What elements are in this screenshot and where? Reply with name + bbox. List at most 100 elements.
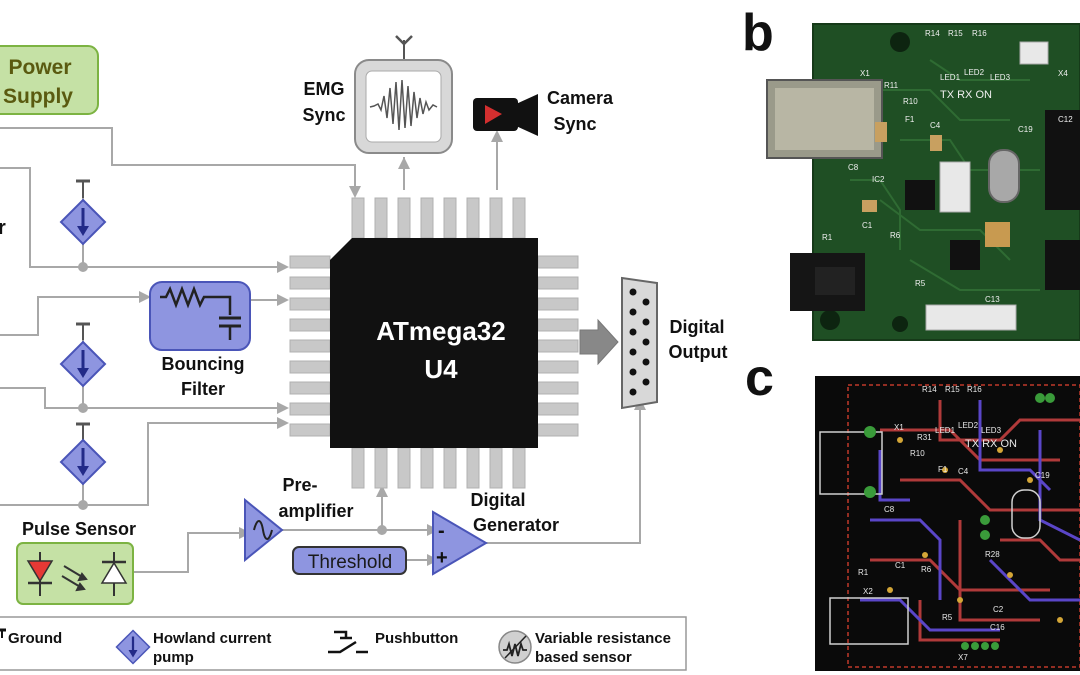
mcu-label-line2: U4	[424, 354, 458, 384]
svg-text:C4: C4	[958, 467, 969, 476]
svg-text:C2: C2	[993, 605, 1004, 614]
preamplifier-label-line1: Pre-	[282, 475, 317, 495]
svg-text:C16: C16	[990, 623, 1005, 632]
crystal	[988, 149, 1020, 203]
svg-text:C8: C8	[848, 163, 859, 172]
power-supply-block: Power Supply	[0, 45, 99, 115]
howland-pump-icon	[59, 438, 107, 486]
camera-sync-label-line1: Camera	[547, 88, 614, 108]
svg-text:LED1: LED1	[935, 426, 956, 435]
digital-output-label-line1: Digital	[669, 317, 724, 337]
digital-generator-label-line1: Digital	[470, 490, 525, 510]
photodiode-icon	[100, 552, 128, 596]
comparator-plus: +	[436, 547, 448, 569]
svg-text:C19: C19	[1018, 125, 1033, 134]
svg-text:R6: R6	[921, 565, 932, 574]
svg-text:C1: C1	[862, 221, 873, 230]
howland-pump-2	[59, 322, 107, 388]
pulse-sensor-block: Pulse Sensor	[16, 519, 136, 605]
svg-text:R15: R15	[948, 29, 963, 38]
svg-text:R10: R10	[903, 97, 918, 106]
svg-text:R14: R14	[922, 385, 937, 394]
svg-text:LED3: LED3	[990, 73, 1011, 82]
svg-text:X1: X1	[894, 423, 904, 432]
legend-variable-resistance-label-line2: based sensor	[535, 649, 632, 666]
svg-text:F1: F1	[938, 465, 948, 474]
ic-chip	[1045, 110, 1080, 210]
svg-text:R11: R11	[884, 81, 899, 90]
microcontroller: ATmega32 U4	[289, 197, 579, 489]
svg-text:X1: X1	[860, 69, 870, 78]
legend-howland-label-line1: Howland current	[153, 630, 271, 647]
light-rays-icon	[61, 565, 88, 592]
svg-text:C19: C19	[1035, 471, 1050, 480]
emg-sync-block: EMG Sync	[302, 35, 453, 154]
legend-ground-label: Ground	[8, 630, 62, 647]
emg-sync-label-line1: EMG	[303, 79, 344, 99]
svg-text:R6: R6	[890, 231, 901, 240]
howland-pump-icon	[59, 340, 107, 388]
left-cut-letter: r	[0, 217, 6, 239]
svg-text:LED1: LED1	[940, 73, 961, 82]
svg-text:X4: X4	[1058, 69, 1068, 78]
legend-variable-resistance: Variable resistance based sensor	[498, 630, 671, 666]
legend-howland: Howland current pump	[115, 629, 271, 666]
mcu-pins	[289, 197, 579, 489]
wiring	[0, 127, 641, 573]
svg-text:C8: C8	[884, 505, 895, 514]
db-connector	[621, 276, 658, 410]
legend-pushbutton: Pushbutton	[328, 630, 458, 654]
legend: Ground Howland current pump Pushbutton V…	[0, 616, 687, 671]
pcb-layout: R14 R15 R16 X1 R31 R10 LED1 LED2 LED3 TX…	[815, 376, 1080, 671]
svg-text:LED3: LED3	[981, 426, 1002, 435]
svg-text:F1: F1	[905, 115, 915, 124]
resistor-icon	[160, 285, 232, 315]
digital-output-block: Digital Output	[579, 276, 727, 410]
svg-text:R5: R5	[942, 613, 953, 622]
bouncing-filter-label-line1: Bouncing	[162, 354, 245, 374]
svg-text:LED2: LED2	[958, 421, 979, 430]
connector-pins	[629, 288, 650, 396]
threshold-block: Threshold	[292, 546, 407, 575]
sine-wave-icon	[253, 520, 273, 540]
svg-text:X2: X2	[863, 587, 873, 596]
svg-text:X7: X7	[958, 653, 968, 662]
bouncing-filter-block: Bouncing Filter	[149, 281, 251, 399]
pulse-sensor-label: Pulse Sensor	[22, 519, 136, 539]
header-connector	[939, 161, 971, 213]
svg-text:R1: R1	[822, 233, 833, 242]
pushbutton-icon	[328, 630, 368, 654]
digital-generator-label-line2: Generator	[473, 515, 559, 535]
legend-pushbutton-label: Pushbutton	[375, 630, 458, 647]
layout-crystal-outline	[1011, 489, 1041, 539]
preamplifier-block: Pre- amplifier	[244, 475, 354, 563]
mcu-body	[330, 238, 538, 448]
svg-text:C1: C1	[895, 561, 906, 570]
layout-pads	[864, 393, 1055, 650]
legend-ground: Ground	[0, 628, 62, 647]
led-icon	[26, 552, 54, 596]
svg-text:R14: R14	[925, 29, 940, 38]
howland-pump-3	[59, 422, 107, 486]
power-supply-label-line2: Supply	[3, 85, 73, 108]
pcb-layout-silkscreen: R14 R15 R16 X1 R31 R10 LED1 LED2 LED3 TX…	[858, 385, 1050, 662]
svg-text:TX RX ON: TX RX ON	[940, 89, 992, 101]
panel-c-label: c	[745, 349, 774, 407]
legend-howland-label-line2: pump	[153, 649, 194, 666]
svg-text:R28: R28	[985, 550, 1000, 559]
layout-jack-outline	[829, 597, 909, 645]
power-supply-label-line1: Power	[8, 56, 71, 79]
svg-text:R16: R16	[972, 29, 987, 38]
layout-top-traces	[870, 400, 1080, 642]
camera-sync-label-line2: Sync	[553, 114, 596, 134]
svg-text:R16: R16	[967, 385, 982, 394]
bouncing-filter-label-line2: Filter	[181, 379, 225, 399]
howland-pump-icon	[59, 198, 107, 246]
howland-pump-1	[59, 179, 107, 246]
output-arrow	[579, 318, 619, 366]
wire-junctions	[78, 262, 387, 535]
emg-waveform	[369, 79, 438, 131]
svg-text:R15: R15	[945, 385, 960, 394]
svg-text:C13: C13	[985, 295, 1000, 304]
panel-b-label: b	[742, 4, 774, 62]
